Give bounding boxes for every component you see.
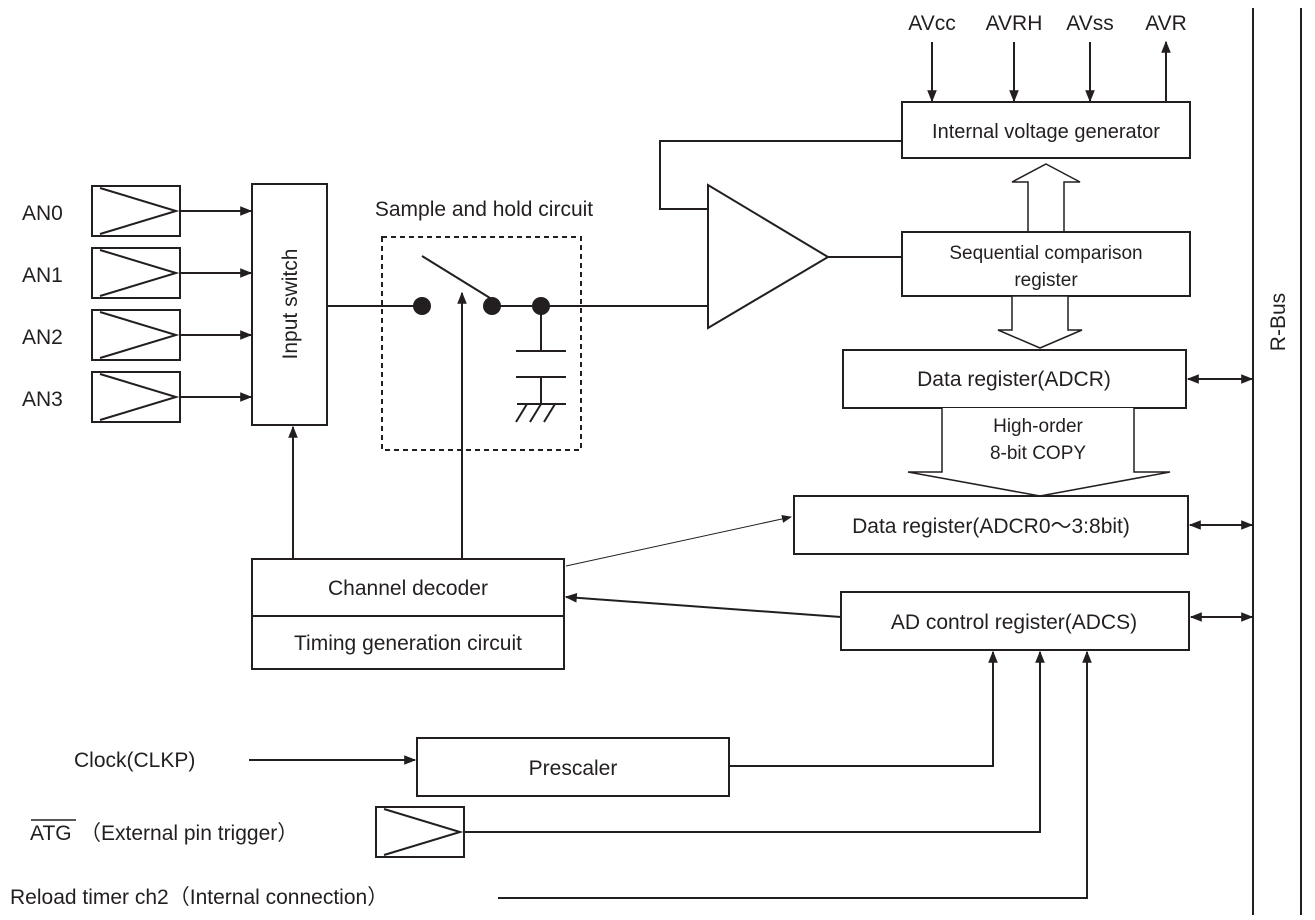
clock-label: Clock(CLKP) bbox=[74, 749, 195, 772]
atg-label: ATG bbox=[30, 822, 72, 845]
pin-avrh-label: AVRH bbox=[986, 12, 1043, 35]
analog-inputs: AN0 AN1 AN2 AN3 bbox=[22, 185, 253, 423]
atg-buffer-triangle bbox=[383, 808, 464, 856]
switch-node-1 bbox=[413, 297, 431, 315]
ad-control-register-label: AD control register(ADCS) bbox=[891, 611, 1137, 634]
channel-decoder-label: Channel decoder bbox=[328, 577, 488, 600]
input-an1-label: AN1 bbox=[22, 264, 63, 287]
prescaler-to-adcs-line bbox=[729, 650, 998, 767]
prescaler-box bbox=[416, 737, 730, 797]
ad-control-register-box bbox=[840, 591, 1190, 651]
reload-timer-to-adcs-line bbox=[498, 650, 1092, 899]
decoder-to-adcr8-arrow bbox=[565, 515, 792, 567]
comparator-triangle bbox=[707, 183, 830, 330]
input-switch-box bbox=[251, 183, 328, 426]
supply-pins: AVcc AVRH AVss AVR bbox=[908, 12, 1187, 103]
input-an2-label: AN2 bbox=[22, 326, 63, 349]
data-register-adcr-label: Data register(ADCR) bbox=[917, 368, 1111, 391]
internal-voltage-generator-box bbox=[901, 101, 1191, 159]
input-an1-buffer-triangle bbox=[99, 249, 180, 297]
input-an2-buffer-triangle bbox=[99, 311, 180, 359]
ground-icon bbox=[515, 403, 566, 423]
input-switch-label: Input switch bbox=[279, 249, 302, 360]
input-an3-label: AN3 bbox=[22, 388, 63, 411]
data-register-8bit-box bbox=[793, 495, 1189, 555]
copy-label-2: 8-bit COPY bbox=[990, 443, 1086, 464]
timing-generation-box bbox=[251, 615, 565, 670]
pin-avr-label: AVR bbox=[1145, 12, 1187, 35]
register-to-adcr-arrow bbox=[997, 295, 1083, 349]
generator-reference-line bbox=[659, 140, 902, 210]
atg-to-adcs-line bbox=[464, 650, 1045, 833]
data-register-adcr-box bbox=[842, 349, 1187, 409]
input-an0-buffer-box bbox=[91, 185, 181, 237]
input-an0-buffer-triangle bbox=[99, 187, 180, 235]
sample-hold-label: Sample and hold circuit bbox=[375, 198, 593, 221]
copy-label-1: High-order bbox=[993, 416, 1083, 437]
input-an1-buffer-box bbox=[91, 247, 181, 299]
sample-hold-dashed-box bbox=[381, 236, 582, 451]
r-bus-label: R-Bus bbox=[1267, 293, 1290, 351]
pin-avcc-label: AVcc bbox=[908, 12, 955, 35]
atg-description: （External pin trigger） bbox=[80, 822, 298, 845]
pin-avss-label: AVss bbox=[1066, 12, 1113, 35]
sequential-comparison-register-label-1: Sequential comparison bbox=[949, 243, 1142, 264]
reload-timer-label: Reload timer ch2（Internal connection） bbox=[10, 886, 388, 909]
input-an2-buffer-box bbox=[91, 309, 181, 361]
input-an0-label: AN0 bbox=[22, 202, 63, 225]
switch-blade bbox=[421, 255, 491, 299]
sequential-comparison-register-label-2: register bbox=[1014, 270, 1078, 291]
channel-decoder-box bbox=[251, 558, 565, 617]
adcs-to-decoder-arrow bbox=[564, 592, 842, 618]
timing-generation-label: Timing generation circuit bbox=[294, 632, 522, 655]
data-register-8bit-label: Data register(ADCR0～3:8bit) bbox=[852, 515, 1130, 538]
input-an3-buffer-triangle bbox=[99, 373, 180, 421]
internal-voltage-generator-label: Internal voltage generator bbox=[932, 121, 1160, 143]
generator-register-bus-arrow bbox=[1011, 163, 1081, 233]
atg-buffer-box bbox=[375, 806, 465, 858]
input-an3-buffer-box bbox=[91, 371, 181, 423]
prescaler-label: Prescaler bbox=[529, 757, 618, 780]
